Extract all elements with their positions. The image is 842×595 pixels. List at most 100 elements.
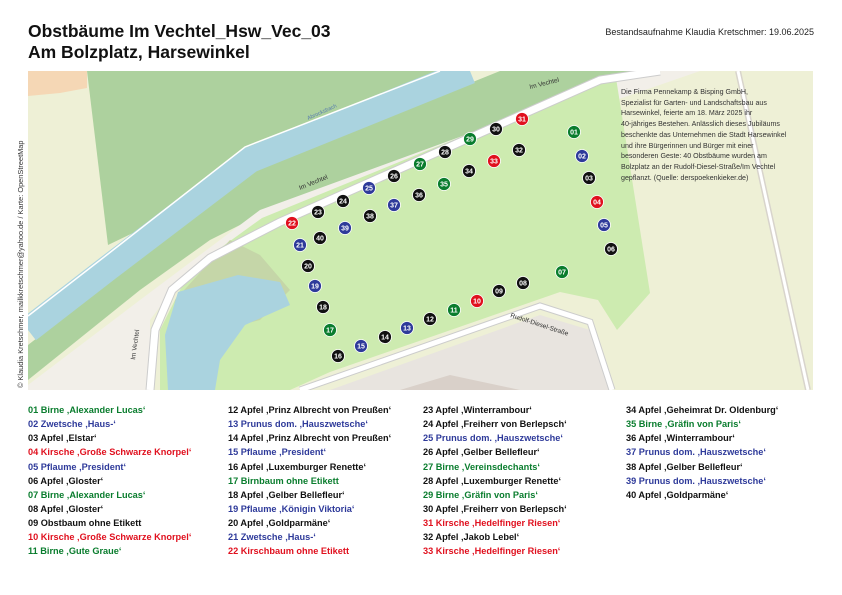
tree-marker-20[interactable]: 20 <box>301 259 315 273</box>
tree-marker-05[interactable]: 05 <box>597 218 611 232</box>
tree-marker-09[interactable]: 09 <box>492 284 506 298</box>
park <box>160 78 650 390</box>
tree-marker-31[interactable]: 31 <box>515 112 529 126</box>
legend-item-36: 36 Apfel ‚Winterrambour‘ <box>626 433 735 444</box>
tree-marker-19[interactable]: 19 <box>308 279 322 293</box>
tree-marker-13[interactable]: 13 <box>400 321 414 335</box>
tree-marker-circle <box>338 221 352 235</box>
tree-marker-number: 28 <box>441 150 449 157</box>
tree-marker-07[interactable]: 07 <box>555 265 569 279</box>
tree-marker-circle <box>363 209 377 223</box>
map[interactable]: Im Vechtel Im Vechtel Im Vechtel Rudolf-… <box>28 71 813 390</box>
stream-bank <box>28 71 441 317</box>
tree-marker-02[interactable]: 02 <box>575 149 589 163</box>
legend-item-12: 12 Apfel ‚Prinz Albrecht von Preußen‘ <box>228 405 392 415</box>
tree-marker-40[interactable]: 40 <box>313 231 327 245</box>
tree-marker-10[interactable]: 10 <box>470 294 484 308</box>
legend-item-08: 08 Apfel ‚Gloster‘ <box>28 503 104 514</box>
tree-marker-22[interactable]: 22 <box>285 216 299 230</box>
tree-marker-number: 37 <box>390 203 398 210</box>
tree-marker-number: 01 <box>570 130 578 137</box>
tree-marker-11[interactable]: 11 <box>447 303 461 317</box>
legend-item-38: 38 Apfel ‚Gelber Bellefleur‘ <box>626 461 743 472</box>
tree-marker-33[interactable]: 33 <box>487 154 501 168</box>
legend-item-20: 20 Apfel ‚Goldparmäne‘ <box>228 518 331 529</box>
legend-column-3: 23 Apfel ‚Winterrambour‘24 Apfel ‚Freihe… <box>423 403 567 559</box>
tree-marker-number: 38 <box>366 214 374 221</box>
tree-marker-circle <box>285 216 299 230</box>
tree-marker-16[interactable]: 16 <box>331 349 345 363</box>
tree-marker-01[interactable]: 01 <box>567 125 581 139</box>
legend-item-26: 26 Apfel ‚Gelber Bellefleur‘ <box>423 447 540 458</box>
tree-marker-circle <box>378 330 392 344</box>
tree-marker-38[interactable]: 38 <box>363 209 377 223</box>
tree-marker-21[interactable]: 21 <box>293 238 307 252</box>
tree-marker-24[interactable]: 24 <box>336 194 350 208</box>
legend-item-02: 02 Zwetsche ‚Haus-‘ <box>28 419 116 430</box>
tree-marker-number: 05 <box>600 223 608 230</box>
legend-item-01: 01 Birne ‚Alexander Lucas‘ <box>28 405 146 415</box>
tree-marker-number: 03 <box>585 176 593 183</box>
info-line: 40-jähriges Bestehen. Anlässlich dieses … <box>621 120 780 129</box>
tree-marker-number: 08 <box>519 281 527 288</box>
legend-item-19: 19 Pflaume ‚Königin Viktoria‘ <box>228 503 355 514</box>
legend-item-21: 21 Zwetsche ‚Haus-‘ <box>228 532 316 543</box>
legend-item-09: 09 Obstbaum ohne Etikett <box>28 518 142 529</box>
legend-item-05: 05 Pflaume ‚President‘ <box>28 461 127 472</box>
tree-marker-number: 14 <box>381 335 389 342</box>
map-credit: © Klaudia Kretschmer, mailkkretschmer@ya… <box>16 140 25 388</box>
tree-marker-14[interactable]: 14 <box>378 330 392 344</box>
tree-marker-29[interactable]: 29 <box>463 132 477 146</box>
tree-marker-35[interactable]: 35 <box>437 177 451 191</box>
tree-marker-18[interactable]: 18 <box>316 300 330 314</box>
tree-marker-23[interactable]: 23 <box>311 205 325 219</box>
road-east <box>736 71 810 390</box>
tree-marker-number: 12 <box>426 317 434 324</box>
tree-marker-30[interactable]: 30 <box>489 122 503 136</box>
pond <box>165 275 290 390</box>
tree-marker-number: 30 <box>492 127 500 134</box>
tree-markers: 01 02 03 04 05 06 07 08 09 10 11 12 13 14 15 16 17 18 19 20… <box>285 112 618 363</box>
tree-marker-26[interactable]: 26 <box>387 169 401 183</box>
tree-marker-circle <box>470 294 484 308</box>
info-line: beschenkte das Unternehmen die Stadt Har… <box>621 130 787 139</box>
tree-marker-circle <box>512 143 526 157</box>
tree-marker-25[interactable]: 25 <box>362 181 376 195</box>
tree-marker-28[interactable]: 28 <box>438 145 452 159</box>
tree-marker-37[interactable]: 37 <box>387 198 401 212</box>
tree-marker-circle <box>316 300 330 314</box>
tree-marker-number: 40 <box>316 236 324 243</box>
tree-marker-12[interactable]: 12 <box>423 312 437 326</box>
tree-marker-32[interactable]: 32 <box>512 143 526 157</box>
tree-marker-circle <box>293 238 307 252</box>
tree-marker-15[interactable]: 15 <box>354 339 368 353</box>
tree-marker-number: 21 <box>296 243 304 250</box>
tree-marker-circle <box>400 321 414 335</box>
tree-marker-36[interactable]: 36 <box>412 188 426 202</box>
tree-marker-27[interactable]: 27 <box>413 157 427 171</box>
tree-marker-04[interactable]: 04 <box>590 195 604 209</box>
tree-marker-17[interactable]: 17 <box>323 323 337 337</box>
legend-column-4: 34 Apfel ‚Geheimrat Dr. Oldenburg‘35 Bir… <box>626 403 778 502</box>
legend-column-2: 12 Apfel ‚Prinz Albrecht von Preußen‘13 … <box>228 403 391 559</box>
tree-marker-circle <box>438 145 452 159</box>
building-area <box>330 315 612 390</box>
tree-marker-number: 24 <box>339 199 347 206</box>
tree-marker-34[interactable]: 34 <box>462 164 476 178</box>
info-line: gepflanzt. (Quelle: derspoekenkieker.de) <box>621 173 749 182</box>
tree-marker-03[interactable]: 03 <box>582 171 596 185</box>
stream <box>28 71 475 341</box>
tree-marker-number: 06 <box>607 247 615 254</box>
legend-item-34: 34 Apfel ‚Geheimrat Dr. Oldenburg‘ <box>626 405 779 415</box>
legend-item-39: 39 Prunus dom. ‚Hauszwetsche‘ <box>626 475 766 486</box>
legend-item-03: 03 Apfel ‚Elstar‘ <box>28 433 97 444</box>
tree-marker-06[interactable]: 06 <box>604 242 618 256</box>
legend-item-10: 10 Kirsche ‚Große Schwarze Knorpel‘ <box>28 532 192 543</box>
tree-marker-number: 31 <box>518 117 526 124</box>
tree-marker-08[interactable]: 08 <box>516 276 530 290</box>
tree-marker-circle <box>447 303 461 317</box>
legend-item-27: 27 Birne ‚Vereinsdechants‘ <box>423 461 540 472</box>
tree-marker-39[interactable]: 39 <box>338 221 352 235</box>
legend-item-23: 23 Apfel ‚Winterrambour‘ <box>423 405 532 415</box>
tree-marker-number: 02 <box>578 154 586 161</box>
